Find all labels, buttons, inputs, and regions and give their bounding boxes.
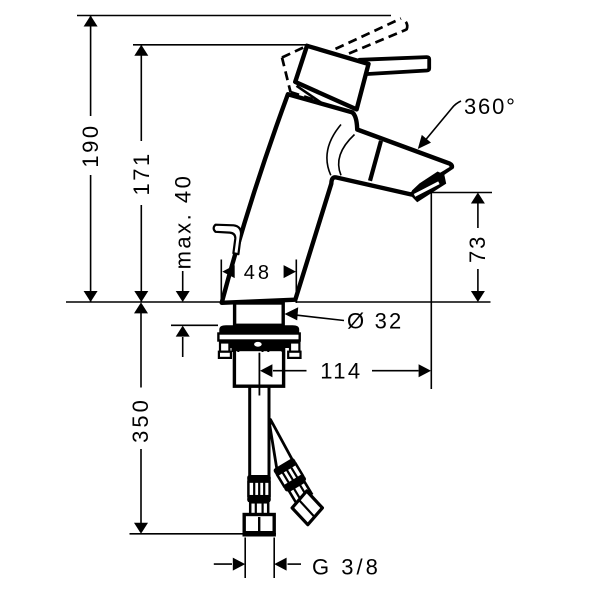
svg-text:G 3/8: G 3/8 — [312, 555, 381, 580]
svg-text:360°: 360° — [464, 94, 517, 119]
svg-text:73: 73 — [465, 235, 490, 263]
svg-text:max. 40: max. 40 — [170, 174, 195, 270]
svg-text:190: 190 — [78, 123, 103, 167]
svg-text:Ø 32: Ø 32 — [347, 309, 404, 334]
svg-text:48: 48 — [244, 262, 272, 284]
svg-text:171: 171 — [129, 151, 154, 195]
svg-text:350: 350 — [128, 397, 153, 443]
svg-text:114: 114 — [320, 359, 362, 384]
